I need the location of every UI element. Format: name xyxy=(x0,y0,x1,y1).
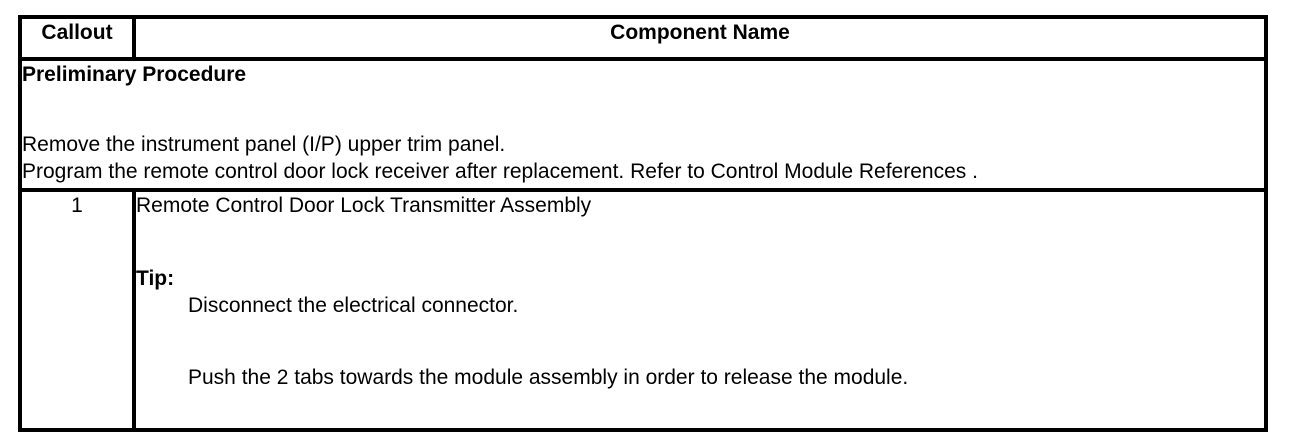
preliminary-procedure-title: Preliminary Procedure xyxy=(22,63,247,86)
callout-number: 1 xyxy=(18,188,136,432)
preliminary-step: Program the remote control door lock rec… xyxy=(22,160,978,183)
component-description-cell: Remote Control Door Lock Transmitter Ass… xyxy=(132,188,1268,432)
preliminary-procedure-cell: Preliminary Procedure Remove the instrum… xyxy=(18,57,1268,192)
tip-step: Push the 2 tabs towards the module assem… xyxy=(188,366,909,389)
preliminary-procedure-row: Preliminary Procedure Remove the instrum… xyxy=(18,57,1268,192)
tip-label: Tip: xyxy=(136,267,175,290)
component-callout-table: Callout Component Name Preliminary Proce… xyxy=(18,15,1268,432)
preliminary-step: Remove the instrument panel (I/P) upper … xyxy=(22,133,506,156)
component-name-column-header: Component Name xyxy=(132,15,1268,61)
preliminary-procedure-steps: Remove the instrument panel (I/P) upper … xyxy=(22,131,1264,185)
tip-step: Disconnect the electrical connector. xyxy=(188,294,519,317)
component-name: Remote Control Door Lock Transmitter Ass… xyxy=(136,194,592,217)
table-header-row: Callout Component Name xyxy=(18,15,1268,61)
callout-column-header: Callout xyxy=(18,15,136,61)
table-row: 1 Remote Control Door Lock Transmitter A… xyxy=(18,188,1268,432)
